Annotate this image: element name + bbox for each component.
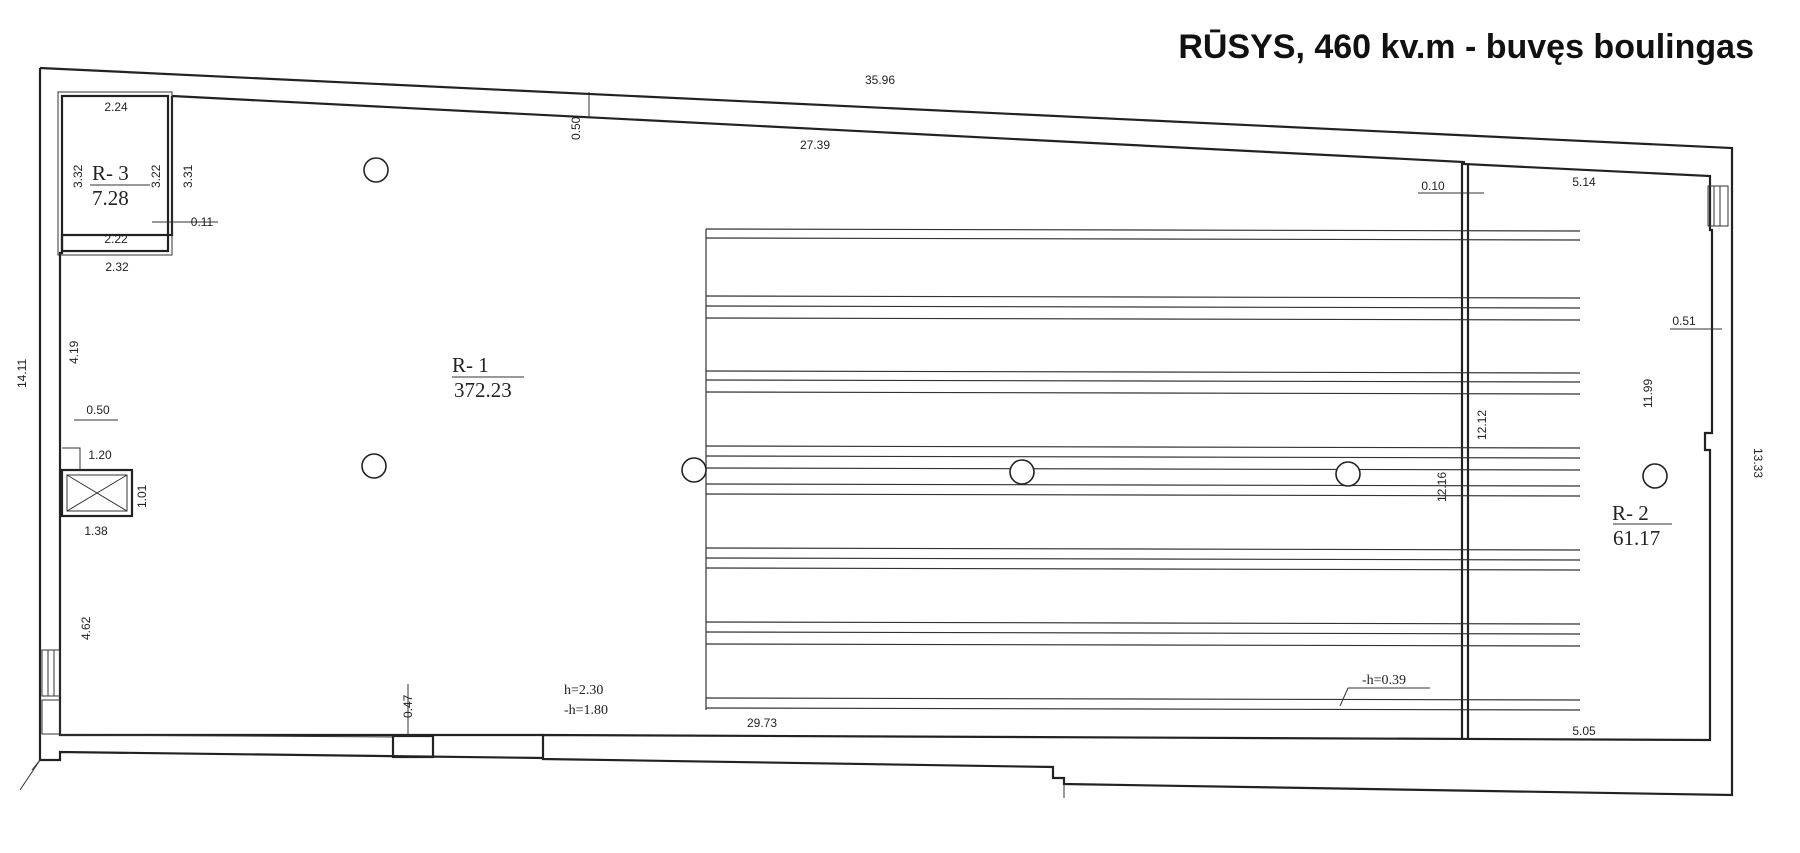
column bbox=[1009, 459, 1035, 485]
room-r2-area: 61.17 bbox=[1613, 526, 1660, 550]
dim-r3-right-outer: 3.31 bbox=[181, 164, 195, 188]
room-r2-id: R- 2 bbox=[1612, 501, 1649, 525]
dim-r2-top: 5.14 bbox=[1572, 175, 1596, 189]
dim-left-segment-lower: 4.62 bbox=[79, 616, 93, 640]
inner-wall bbox=[171, 94, 1714, 757]
dim-top-inner: 27.39 bbox=[800, 138, 830, 152]
column bbox=[681, 457, 707, 483]
plan-title: RŪSYS, 460 kv.m - buvęs boulingas bbox=[1178, 28, 1754, 66]
height-lane-level: -h=0.39 bbox=[1362, 673, 1406, 688]
dim-partition-wall: 0.10 bbox=[1421, 179, 1445, 193]
bottom-post bbox=[391, 734, 435, 759]
dim-r3-left: 3.32 bbox=[71, 164, 85, 188]
room-r1-id: R- 1 bbox=[452, 353, 489, 377]
column bbox=[1335, 461, 1361, 487]
bowling-lanes bbox=[705, 228, 1581, 711]
dim-r2-right: 11.99 bbox=[1641, 379, 1655, 408]
lift-shaft bbox=[60, 468, 134, 518]
dim-left-wall: 0.50 bbox=[86, 403, 110, 417]
dim-shaft-top: 1.20 bbox=[88, 448, 112, 462]
dim-r3-bottom-inner: 2.22 bbox=[104, 232, 128, 246]
room-r3-area: 7.28 bbox=[92, 186, 129, 210]
room-r3-wall bbox=[57, 91, 173, 256]
room-r1-area: 372.23 bbox=[454, 378, 512, 402]
column bbox=[1642, 463, 1668, 489]
room-r3-outline bbox=[60, 94, 170, 253]
room-r3-id: R- 3 bbox=[92, 161, 129, 185]
dim-top-outer: 35.96 bbox=[865, 73, 895, 87]
dim-wall-top: 0.50 bbox=[569, 116, 583, 140]
height-h: h=2.30 bbox=[564, 683, 603, 698]
dim-r3-top: 2.24 bbox=[104, 100, 128, 114]
dim-bottom-post: 0.47 bbox=[401, 694, 415, 718]
break-mark bbox=[19, 759, 41, 791]
height-neg-h: -h=1.80 bbox=[564, 703, 608, 718]
dim-bottom-lanes: 29.73 bbox=[747, 716, 777, 730]
dim-partition-left: 12.16 bbox=[1435, 472, 1449, 502]
dim-r3-bottom-outer: 2.32 bbox=[105, 260, 129, 274]
column bbox=[361, 453, 387, 479]
dim-shaft-bottom: 1.38 bbox=[84, 524, 108, 538]
dim-r3-right-inner: 3.22 bbox=[149, 164, 163, 188]
inner-wall-left bbox=[58, 96, 543, 737]
outer-wall bbox=[38, 66, 1734, 797]
dim-right-outer: 13.33 bbox=[1751, 448, 1765, 478]
dim-r2-bottom: 5.05 bbox=[1572, 724, 1596, 738]
column bbox=[363, 157, 389, 183]
window-right bbox=[1707, 185, 1729, 227]
window-left bbox=[41, 649, 61, 697]
dim-partition-right: 12.12 bbox=[1475, 410, 1489, 440]
dim-left-outer: 14.11 bbox=[15, 359, 29, 388]
dim-right-wall: 0.51 bbox=[1672, 314, 1696, 328]
dim-r3-wall: 0.11 bbox=[191, 215, 214, 229]
inner-bottom bbox=[59, 734, 394, 738]
dim-left-segment-upper: 4.19 bbox=[67, 340, 81, 364]
door-left bbox=[41, 699, 61, 735]
dim-shaft-side: 1.01 bbox=[135, 484, 149, 508]
